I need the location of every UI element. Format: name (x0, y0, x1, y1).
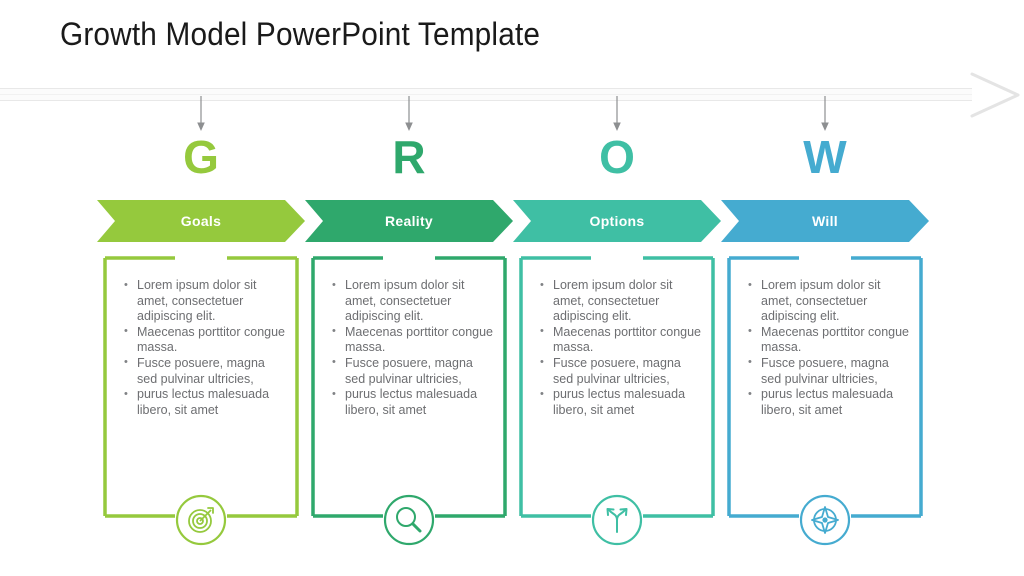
bullet-list-reality: Lorem ipsum dolor sit amet, consectetuer… (331, 278, 493, 418)
timeline-bar-container (0, 88, 975, 101)
timeline-bar (0, 88, 975, 101)
fork-arrows-icon-glyph (591, 494, 643, 546)
list-item: purus lectus malesuada libero, sit amet (539, 387, 701, 418)
banner-options[interactable]: Options (513, 200, 721, 242)
content-box-frame-goals (103, 256, 299, 518)
fork-arrows-icon[interactable] (591, 494, 643, 546)
banner-label-will: Will (812, 213, 838, 229)
drop-arrow-icon-1 (405, 96, 413, 131)
content-box-frame-options (519, 256, 715, 518)
target-icon-glyph (175, 494, 227, 546)
bullet-list-goals: Lorem ipsum dolor sit amet, consectetuer… (123, 278, 285, 418)
banner-label-goals: Goals (180, 213, 222, 229)
content-box-options: Lorem ipsum dolor sit amet, consectetuer… (519, 256, 715, 518)
drop-arrow-icon-2 (613, 96, 621, 131)
list-item: Fusce posuere, magna sed pulvinar ultric… (123, 355, 285, 387)
list-item: Lorem ipsum dolor sit amet, consectetuer… (747, 278, 909, 325)
timeline-arrowhead-icon (970, 72, 1020, 118)
list-item: Maecenas porttitor congue massa. (747, 324, 909, 356)
content-box-reality: Lorem ipsum dolor sit amet, consectetuer… (311, 256, 507, 518)
chevron-shape-will (721, 200, 929, 242)
list-item: Fusce posuere, magna sed pulvinar ultric… (331, 355, 493, 387)
banner-will[interactable]: Will (721, 200, 929, 242)
page-title: Growth Model PowerPoint Template (60, 16, 541, 52)
magnifier-icon[interactable] (383, 494, 435, 546)
banner-goals[interactable]: Goals (97, 200, 305, 242)
list-item: Lorem ipsum dolor sit amet, consectetuer… (123, 278, 285, 325)
content-box-frame-will (727, 256, 923, 518)
magnifier-icon-glyph (383, 494, 435, 546)
column-letter-will: W (803, 131, 847, 183)
column-letter-reality: R (392, 131, 426, 183)
list-item: Lorem ipsum dolor sit amet, consectetuer… (331, 278, 493, 325)
list-item: Fusce posuere, magna sed pulvinar ultric… (539, 355, 701, 387)
content-box-will: Lorem ipsum dolor sit amet, consectetuer… (727, 256, 923, 518)
bullet-list-options: Lorem ipsum dolor sit amet, consectetuer… (539, 278, 701, 418)
banner-label-reality: Reality (384, 213, 433, 229)
bullet-list-will: Lorem ipsum dolor sit amet, consectetuer… (747, 278, 909, 418)
column-reality[interactable]: R Reality Lorem ipsum dolor sit amet, co… (305, 0, 513, 576)
chevron-shape-reality (305, 200, 513, 242)
content-box-frame-reality (311, 256, 507, 518)
column-letter-goals: G (183, 131, 219, 183)
list-item: Fusce posuere, magna sed pulvinar ultric… (747, 355, 909, 387)
list-item: Maecenas porttitor congue massa. (331, 324, 493, 356)
column-options[interactable]: O Options Lorem ipsum dolor sit amet, co… (513, 0, 721, 576)
chevron-shape-goals (97, 200, 305, 242)
banner-label-options: Options (589, 213, 645, 229)
list-item: Maecenas porttitor congue massa. (539, 324, 701, 356)
column-will[interactable]: W Will Lorem ipsum dolor sit amet, conse… (721, 0, 929, 576)
chevron-shape-options (513, 200, 721, 242)
column-letter-options: O (599, 131, 635, 183)
column-goals[interactable]: G Goals Lorem ipsum dolor sit amet, cons… (97, 0, 305, 576)
compass-icon[interactable] (799, 494, 851, 546)
drop-arrow-icon-3 (821, 96, 829, 131)
list-item: purus lectus malesuada libero, sit amet (747, 387, 909, 418)
list-item: purus lectus malesuada libero, sit amet (123, 387, 285, 418)
target-icon[interactable] (175, 494, 227, 546)
banner-reality[interactable]: Reality (305, 200, 513, 242)
list-item: Maecenas porttitor congue massa. (123, 324, 285, 356)
drop-arrow-icon-0 (197, 96, 205, 131)
content-box-goals: Lorem ipsum dolor sit amet, consectetuer… (103, 256, 299, 518)
list-item: purus lectus malesuada libero, sit amet (331, 387, 493, 418)
compass-icon-glyph (799, 494, 851, 546)
list-item: Lorem ipsum dolor sit amet, consectetuer… (539, 278, 701, 325)
